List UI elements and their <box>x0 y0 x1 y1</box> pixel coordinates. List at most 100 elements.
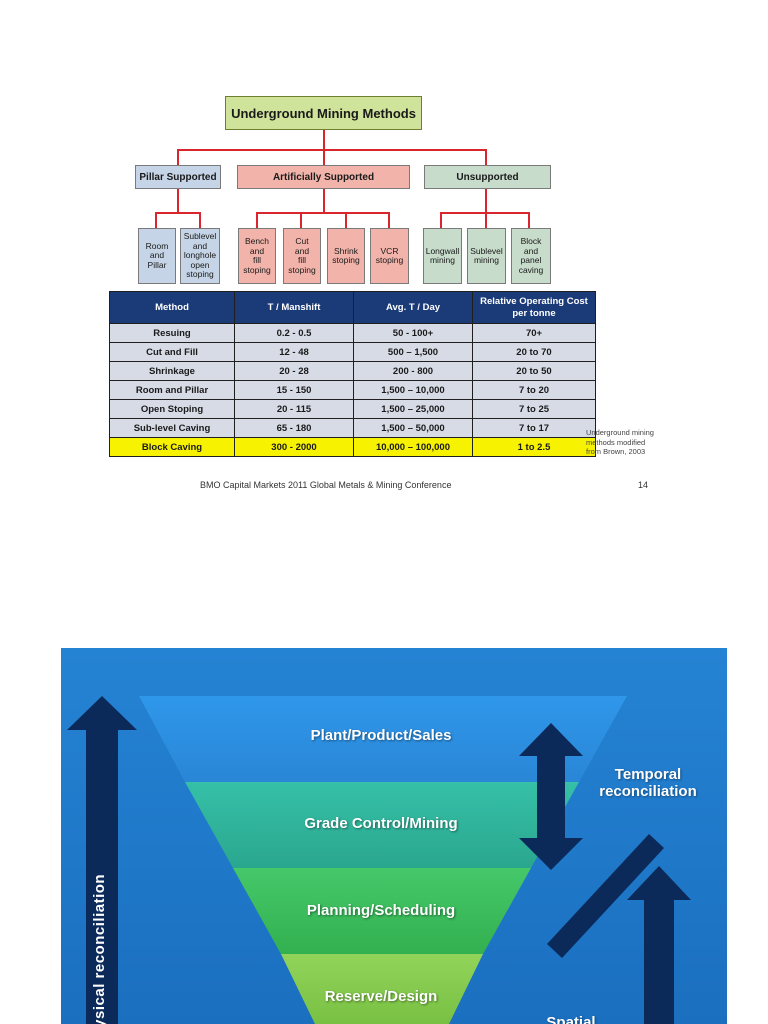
category-pillar-supported: Pillar Supported <box>135 165 221 189</box>
table-cell: 200 - 800 <box>353 361 473 381</box>
connector-pillar-down <box>177 189 179 213</box>
connector-pillar-bar <box>155 212 201 214</box>
root-label: Underground Mining Methods <box>231 105 416 121</box>
category-label: Pillar Supported <box>139 171 217 183</box>
table-row: Sub-level Caving 65 - 180 1,500 – 50,000… <box>109 418 596 438</box>
temporal-reconciliation-label: Temporal reconciliation <box>599 766 697 800</box>
connector-un-up <box>485 149 487 166</box>
funnel-layer-planning <box>233 868 531 954</box>
connector-un-leaf2 <box>485 212 487 229</box>
connector-art-bar <box>256 212 390 214</box>
table-cell: 20 to 70 <box>472 342 596 362</box>
table-row: Open Stoping 20 - 115 1,500 – 25,000 7 t… <box>109 399 596 419</box>
table-cell: Sub-level Caving <box>109 418 235 438</box>
table-cell: 70+ <box>472 323 596 343</box>
table-row: Cut and Fill 12 - 48 500 – 1,500 20 to 7… <box>109 342 596 362</box>
table-cell: 15 - 150 <box>234 380 354 400</box>
page-number: 14 <box>638 480 649 490</box>
table-cell: 20 to 50 <box>472 361 596 381</box>
layer-label-plant: Plant/Product/Sales <box>310 727 452 744</box>
table-header: Avg. T / Day <box>353 291 473 324</box>
slide-mining-methods: Underground Mining Methods Pillar Suppor… <box>109 96 654 490</box>
table-cell: 1 to 2.5 <box>472 437 596 457</box>
connector-un-down <box>485 189 487 213</box>
leaf-label: Cut and fill stoping <box>288 236 316 275</box>
leaf-vcr: VCR stoping <box>370 228 409 284</box>
leaf-label: Sublevel mining <box>470 245 503 265</box>
table-cell: Open Stoping <box>109 399 235 419</box>
leaf-label: Shrink stoping <box>332 245 360 265</box>
leaf-block-caving: Block and panel caving <box>511 228 551 284</box>
leaf-label: Room and Pillar <box>145 240 169 270</box>
table-cell: 1,500 – 10,000 <box>353 380 473 400</box>
connector-pillar-leaf2 <box>199 212 201 229</box>
diagonal-bar-icon <box>547 834 664 958</box>
table-cell: Shrinkage <box>109 361 235 381</box>
connector-art-leaf3 <box>345 212 347 229</box>
leaf-sublevel-mining: Sublevel mining <box>467 228 506 284</box>
leaf-label: Longwall mining <box>425 245 460 265</box>
leaf-cut-fill: Cut and fill stoping <box>283 228 321 284</box>
up-arrow-icon <box>67 696 137 1024</box>
category-label: Artificially Supported <box>272 171 375 183</box>
leaf-longwall: Longwall mining <box>423 228 462 284</box>
double-arrow-icon <box>519 723 583 870</box>
table-cell: 0.2 - 0.5 <box>234 323 354 343</box>
table-cell: Resuing <box>109 323 235 343</box>
leaf-label: Bench and fill stoping <box>243 236 271 275</box>
connector-level1-bar <box>177 149 487 151</box>
leaf-bench-fill: Bench and fill stoping <box>238 228 276 284</box>
table-cell: 1,500 – 25,000 <box>353 399 473 419</box>
physical-reconciliation-label: Physical reconciliation <box>91 873 108 1024</box>
leaf-shrink: Shrink stoping <box>327 228 365 284</box>
table-cell: 12 - 48 <box>234 342 354 362</box>
connector-art-leaf2 <box>300 212 302 229</box>
table-header: T / Manshift <box>234 291 354 324</box>
table-row: Room and Pillar 15 - 150 1,500 – 10,000 … <box>109 380 596 400</box>
reconciliation-graphic <box>61 648 727 1024</box>
up-arrow-icon <box>627 866 691 1024</box>
leaf-label: VCR stoping <box>375 245 404 265</box>
leaf-sublevel-longhole: Sublevel and longhole open stoping <box>180 228 220 284</box>
leaf-room-and-pillar: Room and Pillar <box>138 228 176 284</box>
slide-reconciliation: Plant/Product/Sales Grade Control/Mining… <box>61 648 727 1024</box>
table-header: Relative Operating Cost per tonne <box>472 291 596 324</box>
layer-label-reserve: Reserve/Design <box>324 988 438 1005</box>
table-cell: 1,500 – 50,000 <box>353 418 473 438</box>
table-header: Method <box>109 291 235 324</box>
table-cell: 7 to 17 <box>472 418 596 438</box>
table-cell: 300 - 2000 <box>234 437 354 457</box>
category-unsupported: Unsupported <box>424 165 551 189</box>
connector-art-leaf4 <box>388 212 390 229</box>
table-cell: 50 - 100+ <box>353 323 473 343</box>
connector-art-up <box>323 149 325 166</box>
connector-un-leaf1 <box>440 212 442 229</box>
slide-footer: BMO Capital Markets 2011 Global Metals &… <box>200 480 452 490</box>
leaf-label: Block and panel caving <box>518 236 544 275</box>
category-label: Unsupported <box>456 171 519 183</box>
table-cell: 7 to 25 <box>472 399 596 419</box>
spatial-label: Spatial <box>546 1014 596 1024</box>
funnel-layer-grade <box>185 782 579 868</box>
table-cell: 10,000 – 100,000 <box>353 437 473 457</box>
connector-un-leaf3 <box>528 212 530 229</box>
connector-art-down <box>323 189 325 213</box>
leaf-label: Sublevel and longhole open stoping <box>183 231 217 280</box>
table-cell: 20 - 115 <box>234 399 354 419</box>
root-box: Underground Mining Methods <box>225 96 422 130</box>
source-note: Underground mining methods modified from… <box>586 428 654 456</box>
connector-art-leaf1 <box>256 212 258 229</box>
layer-label-planning: Planning/Scheduling <box>306 902 456 919</box>
table-cell: Cut and Fill <box>109 342 235 362</box>
table-cell: 20 - 28 <box>234 361 354 381</box>
table-cell: 65 - 180 <box>234 418 354 438</box>
table-row-highlighted: Block Caving 300 - 2000 10,000 – 100,000… <box>109 437 596 457</box>
table-header-row: Method T / Manshift Avg. T / Day Relativ… <box>109 291 596 324</box>
table-cell: Block Caving <box>109 437 235 457</box>
funnel-layer-plant <box>139 696 627 782</box>
table-cell: Room and Pillar <box>109 380 235 400</box>
table-row: Shrinkage 20 - 28 200 - 800 20 to 50 <box>109 361 596 381</box>
table-cell: 7 to 20 <box>472 380 596 400</box>
connector-pillar-leaf1 <box>155 212 157 229</box>
table-cell: 500 – 1,500 <box>353 342 473 362</box>
